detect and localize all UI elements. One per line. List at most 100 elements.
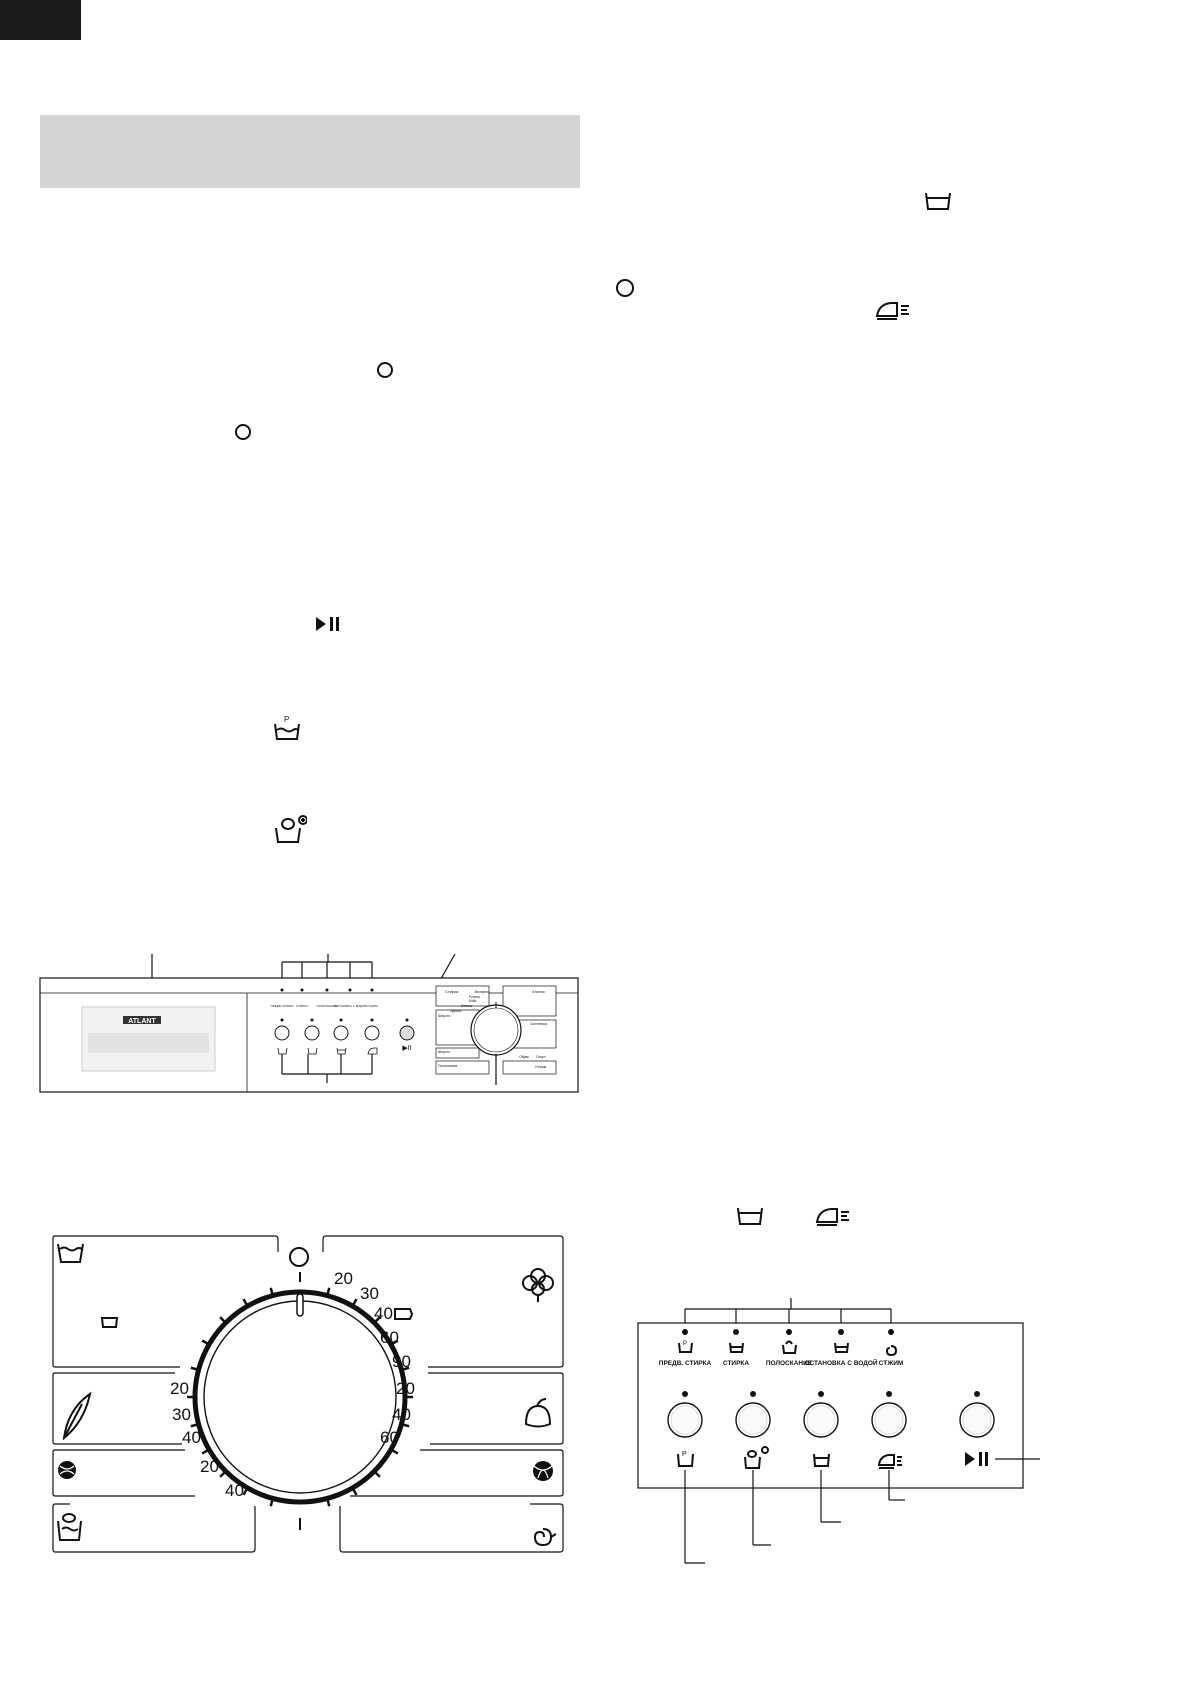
circle-icon bbox=[616, 279, 634, 297]
svg-text:Бэби: Бэби bbox=[469, 999, 477, 1003]
prewash-icon: P bbox=[677, 1451, 694, 1467]
section-header-banner bbox=[40, 115, 580, 188]
page-corner-tab bbox=[0, 0, 81, 40]
temp-label: 60 bbox=[380, 1428, 399, 1447]
sport-ball-icon bbox=[533, 1461, 553, 1481]
dial-tick bbox=[269, 1500, 274, 1507]
rinse-hold-icon bbox=[925, 192, 951, 210]
prewash-button[interactable] bbox=[274, 1025, 290, 1041]
feather-icon bbox=[62, 1391, 92, 1441]
svg-text:P: P bbox=[683, 1341, 687, 1347]
iron-icon bbox=[877, 1454, 902, 1469]
indicator-label: СТЖИМ bbox=[879, 1360, 904, 1367]
indicator-label: ПОЛОСКАНИЕ bbox=[766, 1360, 813, 1367]
dial-tick bbox=[219, 1471, 226, 1478]
rinse-hold-icon bbox=[737, 1207, 763, 1225]
svg-text:Обувь: Обувь bbox=[519, 1055, 529, 1059]
dial-tick bbox=[219, 1316, 226, 1323]
dial-tick bbox=[242, 1489, 248, 1496]
indicator-lamps bbox=[280, 988, 374, 992]
rinse-hold-button[interactable] bbox=[333, 1025, 349, 1041]
dial-tick bbox=[242, 1298, 248, 1305]
rinse-hold-small-icon bbox=[100, 1317, 119, 1328]
rinse-hold-icon bbox=[813, 1453, 830, 1467]
dial-pointer bbox=[296, 1293, 304, 1317]
dial-ticks bbox=[187, 1287, 413, 1507]
iron-icon bbox=[875, 302, 909, 320]
dial-tick bbox=[352, 1489, 358, 1496]
svg-text:Шерсть: Шерсть bbox=[438, 1014, 450, 1018]
svg-text:Одеяло: Одеяло bbox=[450, 1009, 462, 1013]
play-pause-icon bbox=[316, 617, 339, 631]
iron-icon bbox=[815, 1208, 849, 1226]
svg-text:СТИРКА: СТИРКА bbox=[296, 1004, 308, 1008]
spin-icon bbox=[533, 1528, 557, 1547]
temp-label: 40 bbox=[374, 1304, 393, 1323]
svg-text:Стирка: Стирка bbox=[445, 989, 459, 994]
start-pause-label: ▶II bbox=[402, 1045, 411, 1052]
svg-text:Синтетика: Синтетика bbox=[530, 1022, 547, 1026]
temp-label: 40 bbox=[182, 1428, 201, 1447]
svg-text:Ручная: Ручная bbox=[469, 995, 480, 999]
dial-tick bbox=[190, 1366, 197, 1371]
dial-tick bbox=[326, 1500, 331, 1507]
svg-text:ПОЛОСКАНИЕ: ПОЛОСКАНИЕ bbox=[317, 1004, 338, 1008]
temp-label: 30 bbox=[172, 1405, 191, 1424]
soak-icon bbox=[275, 815, 307, 843]
temp-label: 20 bbox=[334, 1269, 353, 1288]
dial-tick bbox=[201, 1339, 208, 1345]
dial-tick bbox=[190, 1423, 197, 1428]
temp-label: 20 bbox=[396, 1379, 415, 1398]
indicator-label: ПРЕДВ. СТИРКА bbox=[659, 1360, 712, 1367]
svg-text:Шерсть: Шерсть bbox=[438, 1050, 450, 1054]
indicator-label: СТИРКА bbox=[723, 1360, 749, 1367]
dial-tick bbox=[403, 1423, 410, 1428]
temp-label: 60 bbox=[380, 1328, 399, 1347]
off-position-circle bbox=[289, 1247, 309, 1267]
control-panel-diagram: ATLANT ПРЕДВ.СТИРКА СТИРКА ПОЛОСКАНИЕ ОС… bbox=[39, 953, 579, 1093]
dial-tick bbox=[374, 1316, 381, 1323]
button-panel-diagram: P ПРЕДВ. СТИРКА СТИРКА ПОЛОСКАНИЕ ОСТАНО… bbox=[637, 1298, 1040, 1564]
dial-tick bbox=[269, 1287, 274, 1294]
temp-label: 40 bbox=[225, 1481, 244, 1500]
soak-button[interactable] bbox=[304, 1025, 320, 1041]
brand-logo-text: ATLANT bbox=[128, 1018, 156, 1025]
temp-label: 90 bbox=[392, 1352, 411, 1371]
svg-text:Экспресс: Экспресс bbox=[474, 990, 489, 994]
temp-label: 30 bbox=[360, 1284, 379, 1303]
soak-icon bbox=[744, 1446, 769, 1469]
prewash-icon: P bbox=[274, 715, 300, 740]
soak-program-icon bbox=[57, 1513, 82, 1541]
circle-icon bbox=[235, 424, 251, 440]
svg-text:Полоскание: Полоскание bbox=[438, 1064, 458, 1068]
dial-tick bbox=[326, 1287, 331, 1294]
dial-tick bbox=[392, 1339, 399, 1345]
svg-text:P: P bbox=[284, 715, 289, 724]
rinse-hold-small-icon bbox=[394, 1308, 414, 1320]
circle-icon bbox=[377, 362, 393, 378]
svg-text:ОСТАНОВКА С ВОДОЙ: ОСТАНОВКА С ВОДОЙ bbox=[334, 1004, 367, 1008]
svg-text:P: P bbox=[682, 1451, 687, 1458]
dial-tick bbox=[374, 1471, 381, 1478]
cotton-program-icon bbox=[57, 1243, 84, 1263]
svg-text:ПРЕДВ.СТИРКА: ПРЕДВ.СТИРКА bbox=[271, 1004, 294, 1008]
dial-tick bbox=[352, 1298, 358, 1305]
play-pause-icon bbox=[965, 1452, 988, 1466]
temp-label: 20 bbox=[200, 1457, 219, 1476]
svg-text:Спорт: Спорт bbox=[536, 1055, 546, 1059]
dial-tick bbox=[201, 1449, 208, 1455]
indicator-lamps bbox=[682, 1329, 894, 1335]
svg-text:Мелочь: Мелочь bbox=[461, 1004, 473, 1008]
cotton-flower-icon bbox=[522, 1268, 554, 1302]
synthetic-icon bbox=[524, 1398, 552, 1428]
svg-text:Хлопок: Хлопок bbox=[532, 990, 545, 994]
temp-label: 20 bbox=[170, 1379, 189, 1398]
start-pause-button[interactable] bbox=[399, 1025, 415, 1041]
yarn-icon bbox=[58, 1461, 76, 1479]
button-lamps bbox=[682, 1391, 980, 1397]
svg-text:Отжим: Отжим bbox=[535, 1065, 547, 1069]
program-dial-diagram: 20 30 40 60 90 20 40 60 20 30 40 20 40 bbox=[52, 1235, 564, 1553]
iron-button[interactable] bbox=[364, 1025, 380, 1041]
dial-tick bbox=[403, 1366, 410, 1371]
svg-text:СТЖИМ: СТЖИМ bbox=[366, 1004, 378, 1008]
